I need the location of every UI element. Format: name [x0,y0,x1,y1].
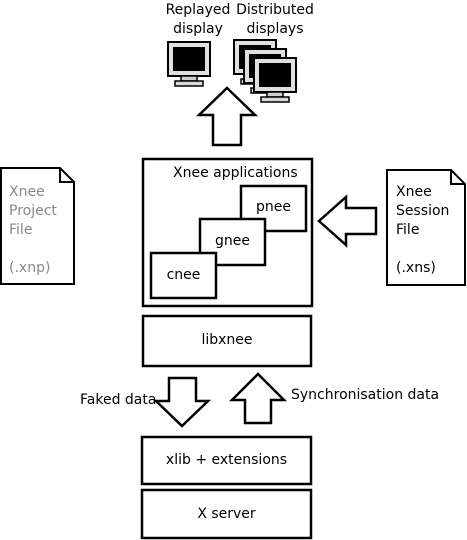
distributed-displays-monitors-icon [233,39,297,103]
synchronisation-data-up-arrow [228,372,288,425]
xnee-project-file-icon [0,167,75,285]
libxnee-label: libxnee [201,332,253,348]
faked-data-down-arrow [152,376,212,428]
project-file-label: Xnee Project File (.xnp) [9,184,57,276]
cnee-label: cnee [166,267,201,283]
xlib-extensions-box [140,435,313,486]
left-arrow-from-session-file [317,194,378,248]
synchronisation-data-label: Synchronisation data [291,387,440,403]
xlib-extensions-label: xlib + extensions [165,452,288,468]
replayed-display-monitor-icon [167,41,211,87]
replayed-display-label: Replayed display [165,2,231,37]
session-file-label: Xnee Session File (.xns) [396,184,450,276]
gnee-label: gnee [215,233,250,249]
up-arrow-to-displays [195,86,259,147]
distributed-displays-label: Distributed displays [236,2,314,37]
xnee-applications-label: Xnee applications [173,165,298,181]
pnee-label: pnee [256,199,291,215]
cnee-box [149,251,218,300]
libxnee-box [141,314,313,368]
x-server-box [140,488,313,540]
x-server-label: X server [197,506,256,522]
faked-data-label: Faked data [80,392,157,408]
xnee-session-file-icon [386,169,466,286]
